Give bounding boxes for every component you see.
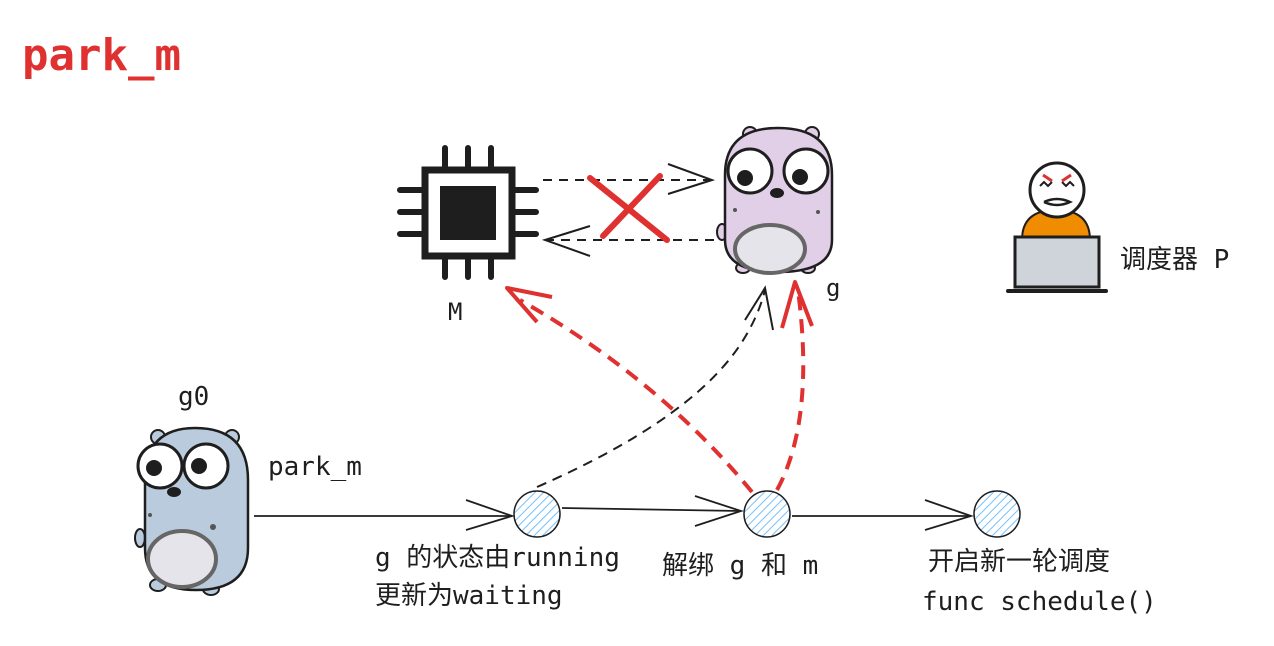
step1-label-line2: 更新为waiting [375, 581, 563, 611]
page-title: park_m [22, 30, 181, 81]
scheduler-label: 调度器 P [1120, 245, 1229, 275]
gopher-icon [716, 126, 834, 275]
flow-node-1 [513, 490, 561, 538]
m-g-binding-arrows [541, 163, 722, 257]
g-label: g [826, 274, 840, 302]
node2-to-g-arrow [775, 280, 814, 491]
red-x-icon [587, 173, 670, 243]
flow-node-2 [743, 490, 791, 538]
step3-label-line2: func schedule() [922, 587, 1157, 617]
step2-label: 解绑 g 和 m [662, 551, 818, 581]
gopher-icon [134, 426, 250, 596]
scheduler-person-laptop-icon [1006, 161, 1108, 293]
flow-arrows [254, 495, 974, 531]
cpu-chip-icon [397, 145, 539, 280]
flow-node-3 [973, 490, 1021, 538]
step1-label-line1: g 的状态由running [375, 543, 620, 573]
park-m-edge-label: park_m [268, 452, 362, 482]
node1-to-g-arrow [536, 285, 774, 488]
m-label: M [448, 298, 462, 326]
g0-label: g0 [178, 382, 209, 412]
node2-to-m-arrow [505, 286, 754, 494]
step3-label-line1: 开启新一轮调度 [928, 547, 1110, 577]
